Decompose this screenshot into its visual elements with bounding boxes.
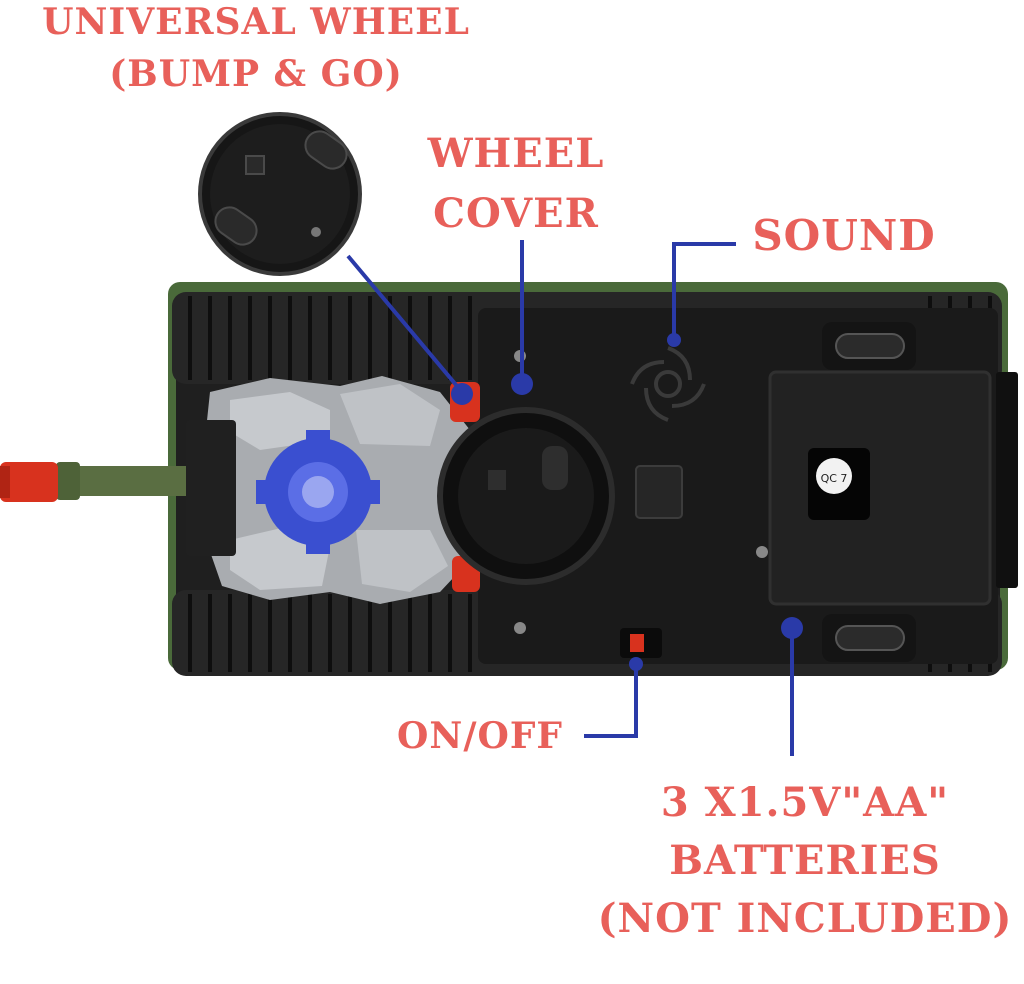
universal-wheel-label-line1: UNIVERSAL WHEEL xyxy=(42,1,470,43)
batteries-label-line1: 3 X1.5V"AA" xyxy=(660,779,950,826)
qc-sticker xyxy=(816,458,852,494)
wheel-cover-on-tank xyxy=(437,350,615,634)
rear-light-strip xyxy=(996,372,1018,588)
speaker-grille-icon xyxy=(630,346,706,422)
wheel-cover-label: WHEEL COVER xyxy=(410,124,622,244)
callout-lines xyxy=(346,240,794,756)
battery-compartment: QC 7 xyxy=(756,370,992,606)
batteries-label-line2: BATTERIES xyxy=(669,837,941,884)
rear-wheel-bottom xyxy=(822,614,916,662)
wheel-cover-label-line1: WHEEL xyxy=(427,130,605,177)
universal-wheel-label: UNIVERSAL WHEEL (BUMP & GO) xyxy=(0,2,512,94)
universal-wheel-label-line2: (BUMP & GO) xyxy=(109,53,403,95)
rear-wheel-top xyxy=(822,322,916,370)
sound-label: SOUND xyxy=(752,211,936,260)
universal-wheel-image xyxy=(198,112,362,276)
tank-barrel xyxy=(0,462,194,502)
blue-gear-icon xyxy=(256,430,380,554)
batteries-label: 3 X1.5V"AA" BATTERIES (NOT INCLUDED) xyxy=(590,774,1020,948)
on-off-switch xyxy=(620,628,662,658)
qc-sticker-text: QC 7 xyxy=(821,472,848,485)
callout-dots xyxy=(451,333,803,671)
wheel-cover-label-line2: COVER xyxy=(433,190,599,237)
on-off-label: ON/OFF xyxy=(397,715,563,757)
batteries-label-line3: (NOT INCLUDED) xyxy=(597,895,1013,942)
brand-logo-icon xyxy=(635,465,683,519)
